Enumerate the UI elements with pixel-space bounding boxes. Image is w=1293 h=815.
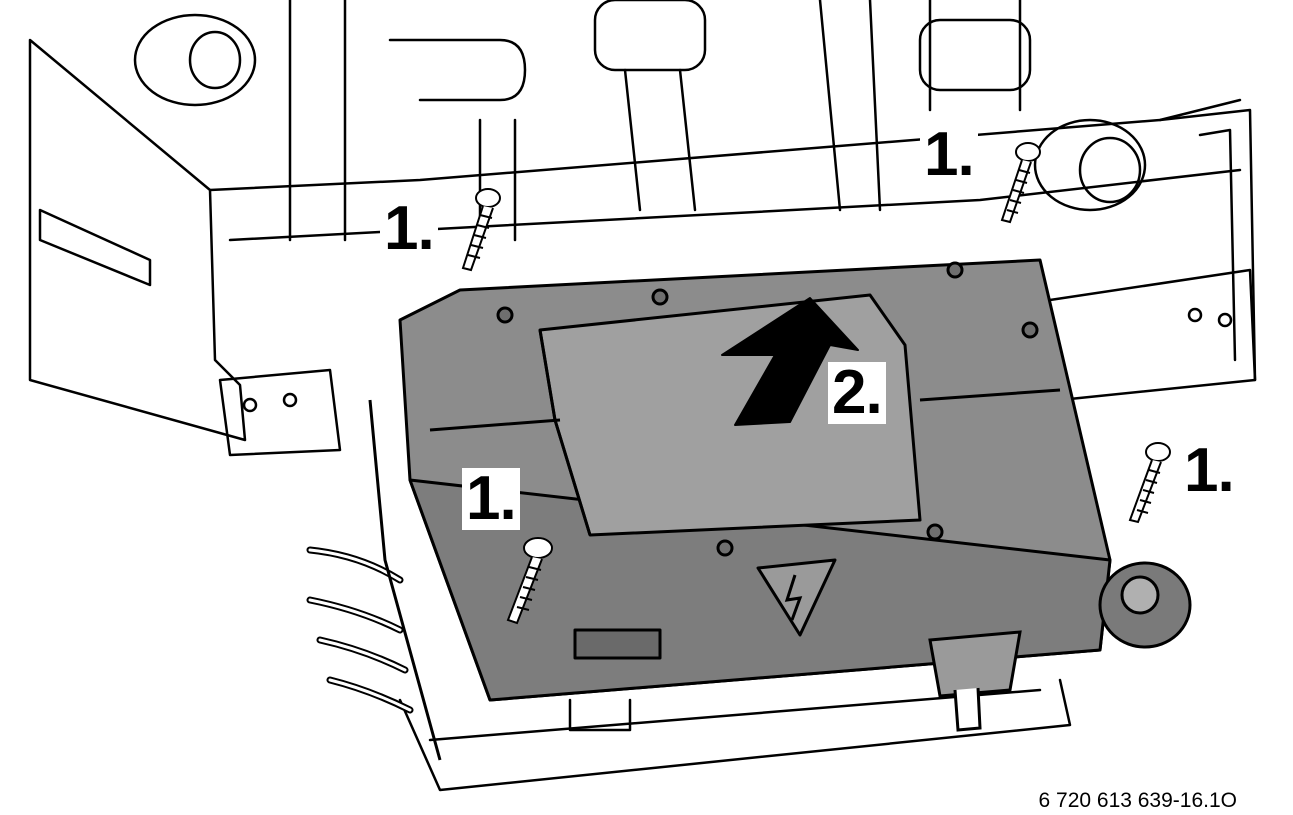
chassis-right-inner (1198, 128, 1237, 362)
step-label-1-top-right: 1. (920, 124, 978, 186)
tray (398, 678, 1072, 792)
round-connector (1098, 561, 1192, 649)
screw-hole-2 (651, 288, 669, 306)
screw-hole-6 (1021, 321, 1039, 339)
screw-lower-left (506, 537, 553, 625)
control-box-slot (573, 628, 662, 660)
chassis-right-rail (1048, 268, 1257, 402)
fitting-3 (918, 18, 1032, 92)
bracket-left (218, 368, 342, 457)
chassis-left-slot (38, 208, 152, 287)
arrow-up-icon (721, 297, 859, 426)
step-label-1-top-left: 1. (380, 198, 438, 260)
tube-loop (388, 38, 527, 102)
screw-hole-1 (496, 306, 514, 324)
bracket-hole-1 (242, 397, 258, 413)
bracket-hole-2 (282, 392, 298, 408)
cable-strip (368, 399, 442, 761)
cable-bundle (306, 546, 414, 714)
pipe-5 (928, 0, 1022, 112)
screw-hole-5 (926, 523, 944, 541)
pipe-1 (288, 0, 347, 242)
bottom-tab (928, 630, 1022, 732)
tray-slot (568, 698, 632, 732)
chassis-top-beam (208, 98, 1242, 192)
screw-top-left (461, 188, 501, 272)
bracket-right-hole-1 (1187, 307, 1203, 323)
fitting-1 (133, 13, 257, 107)
high-voltage-warning-icon (756, 558, 837, 637)
step-label-1-lower-left: 1. (462, 468, 520, 530)
fitting-right-inner (1078, 136, 1142, 204)
chassis-left-rail (28, 38, 247, 442)
screw-hole-3 (946, 261, 964, 279)
chassis-right-upper (1158, 108, 1257, 382)
pipe-3 (623, 68, 697, 212)
step-label-2: 2. (828, 362, 886, 424)
step-label-1-right: 1. (1180, 440, 1238, 502)
fitting-right (1033, 118, 1147, 212)
screw-hole-4 (716, 539, 734, 557)
control-box-ridge (429, 388, 1061, 432)
tray-inner (428, 688, 1042, 742)
screw-right (1128, 442, 1171, 524)
fitting-1-inner (188, 30, 242, 90)
pipe-4 (818, 0, 882, 212)
fitting-2 (593, 0, 707, 72)
figure-reference-number: 6 720 613 639-16.1O (1038, 789, 1238, 812)
bracket-right-hole-2 (1217, 312, 1233, 328)
screw-top-right (1000, 142, 1041, 224)
